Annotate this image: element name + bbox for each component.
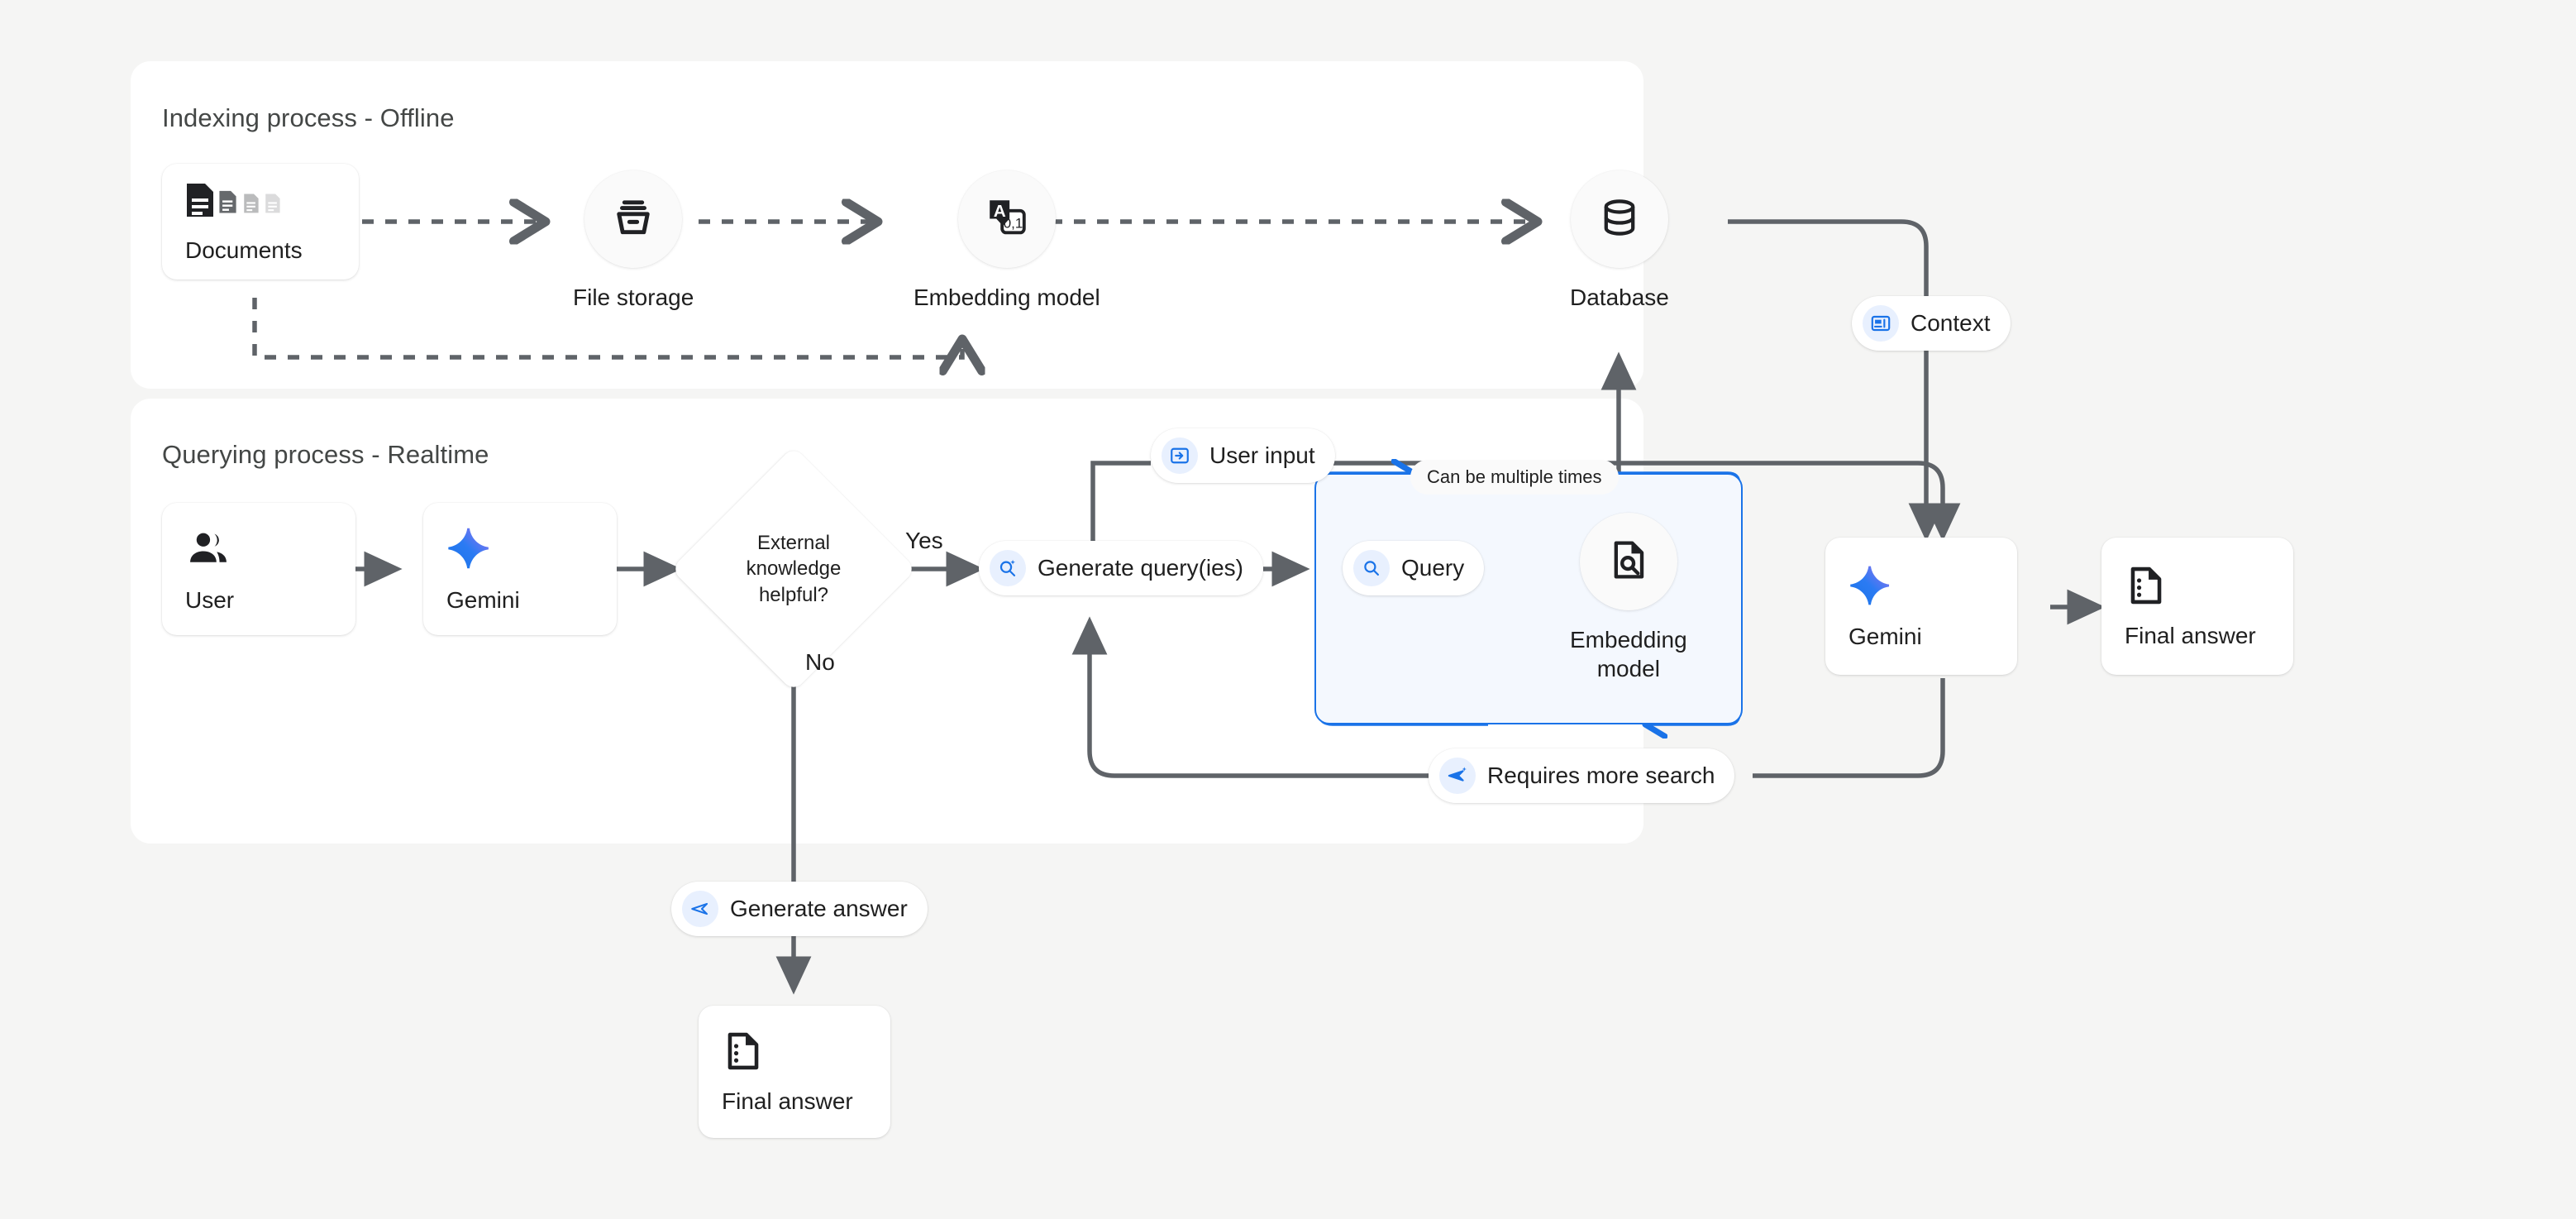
input-icon [1162,437,1198,474]
node-final-answer-bottom[interactable]: Final answer [699,1006,890,1138]
loop-group-retrieval [1314,473,1743,724]
document-search-icon [1607,538,1650,586]
database-label: Database [1570,284,1669,310]
indexing-process-title: Indexing process - Offline [162,103,455,132]
database-icon [1597,195,1642,244]
send-sparkle-icon [1439,758,1476,794]
generate-answer-label: Generate answer [730,896,908,921]
gemini-right-label: Gemini [1849,623,1922,649]
pill-generate-answer[interactable]: Generate answer [671,882,928,936]
documents-icon [185,180,309,226]
users-icon [185,525,231,576]
svg-text:A: A [994,202,1006,221]
pill-generate-queries[interactable]: Generate query(ies) [979,541,1264,595]
node-embedding-model-query[interactable]: Embedding model [1570,513,1687,683]
final-answer-bottom-label: Final answer [722,1088,853,1114]
article-icon [1863,305,1899,342]
file-storage-label: File storage [573,284,694,310]
decision-label: External knowledge helpful? [746,532,842,606]
final-answer-icon [722,1030,765,1077]
node-gemini-right[interactable]: Gemini [1825,538,2017,675]
user-label: User [185,586,235,613]
translate-icon: 0,1 A [983,194,1031,246]
querying-process-title: Querying process - Realtime [162,440,489,469]
embedding-model-query-label: Embedding model [1570,627,1687,681]
node-embedding-model-indexing[interactable]: 0,1 A Embedding model [914,170,1100,312]
final-answer-right-label: Final answer [2125,622,2256,648]
database-icon-wrap [1570,170,1668,268]
edge-label-yes: Yes [905,528,943,553]
embedding-model-label: Embedding model [914,284,1100,310]
user-input-label: User input [1209,442,1315,468]
document-search-icon-wrap [1579,513,1677,610]
context-label: Context [1911,310,1991,336]
node-final-answer-right[interactable]: Final answer [2101,538,2293,675]
pill-query[interactable]: Query [1343,541,1485,595]
requires-more-search-label: Requires more search [1487,762,1715,788]
pill-user-input[interactable]: User input [1151,428,1335,483]
node-database[interactable]: Database [1570,170,1669,312]
loop-note-label: Can be multiple times [1410,460,1619,495]
search-sparkle-icon [990,550,1026,586]
node-file-storage[interactable]: File storage [573,170,694,312]
send-outline-icon [682,891,718,927]
generate-queries-label: Generate query(ies) [1038,555,1244,581]
node-decision-external-knowledge[interactable]: External knowledge helpful? [670,446,917,692]
query-label: Query [1401,555,1465,581]
gemini-sparkle-icon [1849,563,1893,612]
final-answer-icon [2125,564,2168,611]
node-user[interactable]: User [162,503,355,635]
edge-label-no: No [805,649,835,675]
search-icon [1353,550,1390,586]
gemini-sparkle-icon [446,525,493,576]
documents-label: Documents [185,237,303,263]
node-documents[interactable]: Documents [162,164,359,280]
translate-icon-wrap: 0,1 A [957,170,1056,268]
gemini-left-label: Gemini [446,586,520,613]
pill-requires-more-search[interactable]: Requires more search [1429,748,1735,803]
archive-icon-wrap [584,170,683,268]
node-gemini-left[interactable]: Gemini [423,503,617,635]
archive-icon [610,194,656,245]
pill-context[interactable]: Context [1852,296,2011,351]
